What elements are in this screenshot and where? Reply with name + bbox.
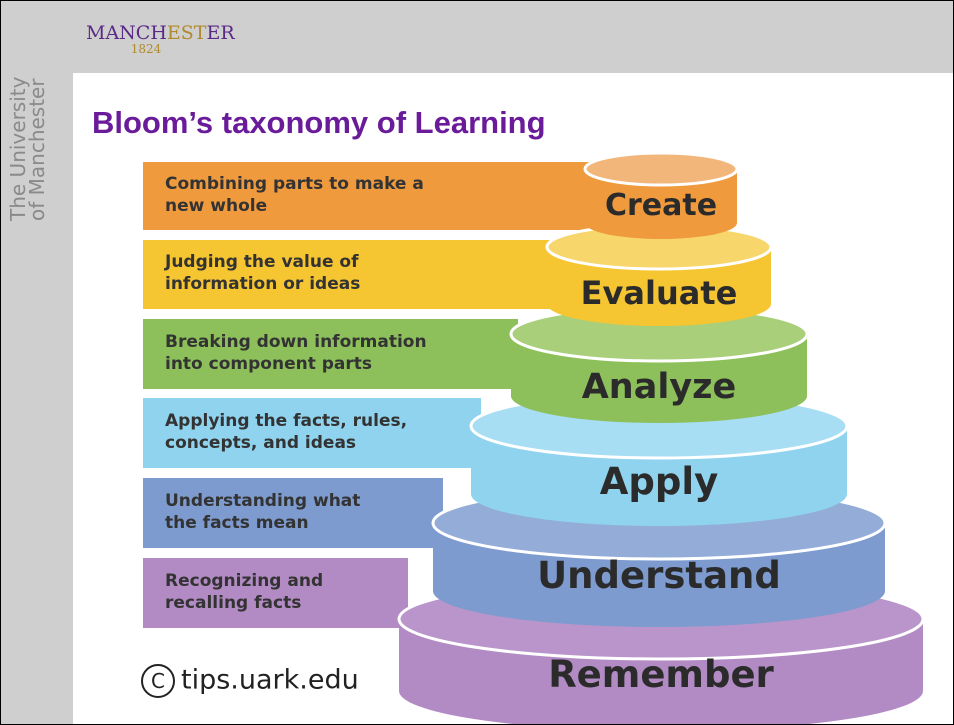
- credit-text: tips.uark.edu: [181, 664, 359, 696]
- tier-label-remember: Remember: [548, 653, 774, 696]
- logo-wordmark: MANCHESTER: [86, 22, 235, 44]
- tier-label-analyze: Analyze: [582, 367, 737, 407]
- page-title: Bloom’s taxonomy of Learning: [92, 105, 546, 140]
- tier-label-understand: Understand: [537, 554, 781, 597]
- tier-evaluate: Evaluate: [545, 223, 773, 326]
- sidebar: [1, 1, 73, 724]
- copyright-icon: C: [141, 664, 175, 698]
- tier-label-apply: Apply: [600, 460, 718, 503]
- tier-create: Create: [583, 151, 739, 239]
- tier-description-apply: Applying the facts, rules,concepts, and …: [143, 398, 481, 468]
- tier-label-evaluate: Evaluate: [581, 274, 738, 312]
- university-logo: MANCHESTER 1824: [86, 23, 235, 55]
- logo-year: 1824: [130, 42, 162, 56]
- top-bar: [73, 1, 953, 73]
- tier-label-create: Create: [605, 188, 717, 223]
